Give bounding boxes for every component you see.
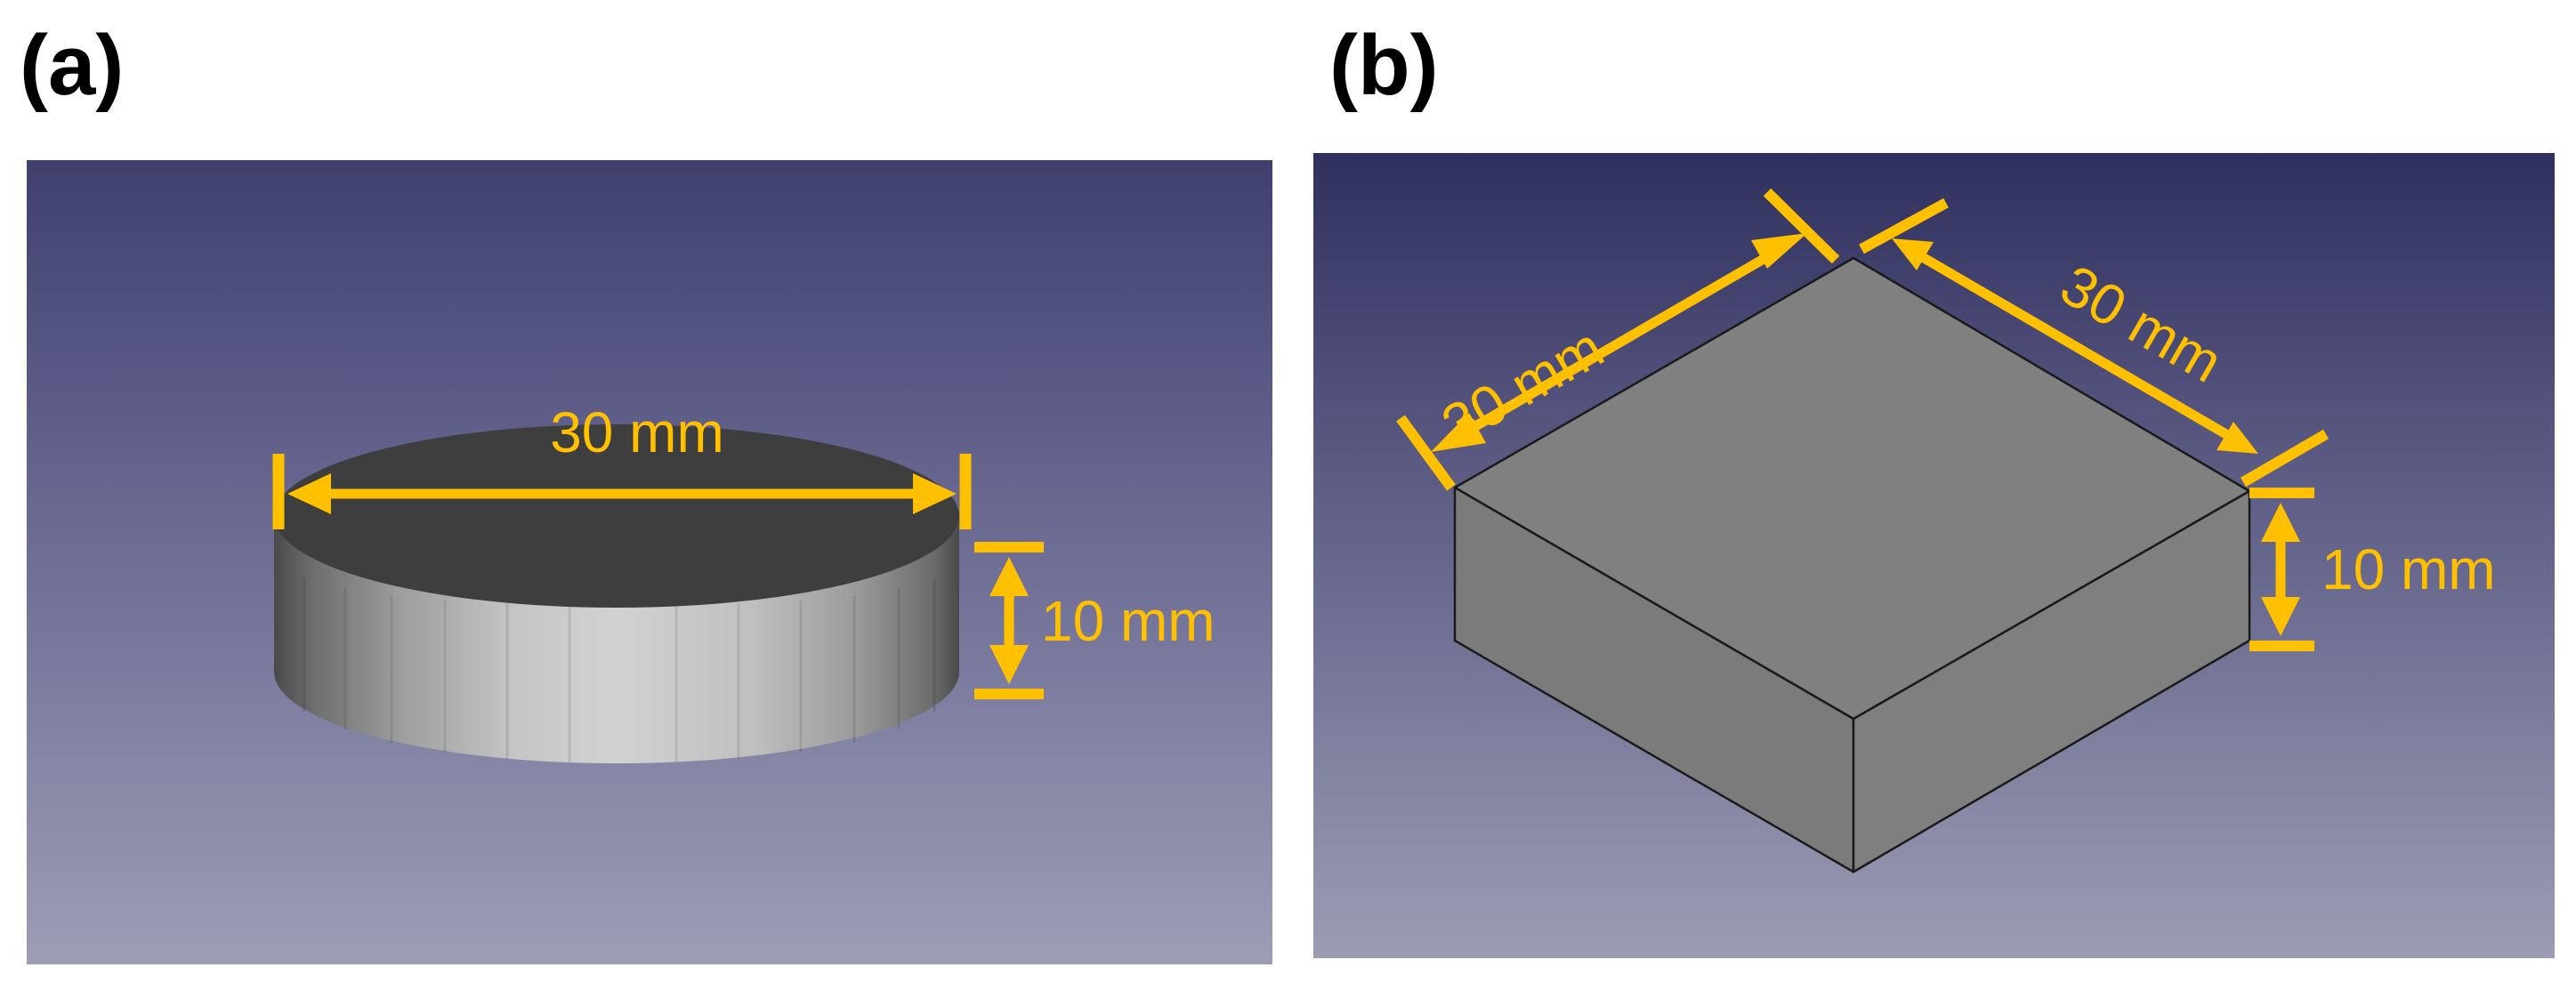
panel-b-label: (b) (1329, 18, 1439, 113)
diameter-dimension (272, 454, 972, 529)
cuboid-solid (1453, 256, 2251, 874)
length-dimension (1396, 188, 1840, 491)
height-label-a: 10 mm (1041, 589, 1215, 653)
width-dimension (1859, 198, 2330, 488)
height-dimension-a (974, 542, 1044, 699)
cylinder-facets (303, 578, 936, 762)
height-label-b: 10 mm (2322, 537, 2496, 601)
panel-b-viewport: 30 mm 30 mm 10 mm (1313, 153, 2555, 958)
panel-a-label: (a) (20, 18, 125, 113)
cylinder-solid (274, 424, 959, 763)
panel-a-viewport: 30 mm 10 mm (27, 160, 1272, 964)
diameter-label: 30 mm (550, 400, 724, 464)
height-dimension-b (2249, 488, 2314, 651)
cylinder-top-face (274, 424, 959, 608)
